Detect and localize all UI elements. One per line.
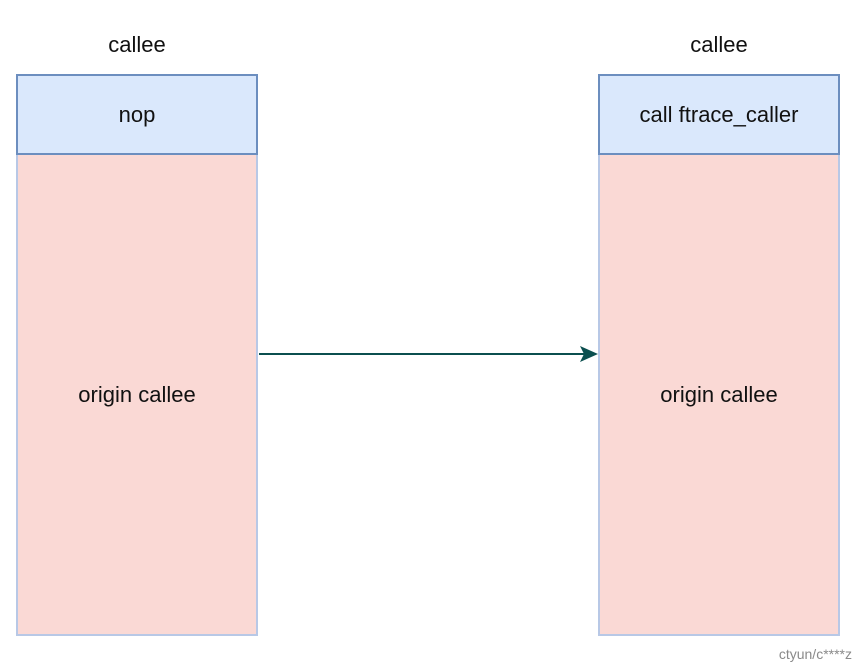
right-call-ftrace-label: call ftrace_caller <box>639 101 799 127</box>
right-call-ftrace-block: call ftrace_caller <box>598 74 840 155</box>
right-origin-callee-label: origin callee <box>660 381 778 407</box>
left-origin-callee-block: origin callee <box>16 155 258 636</box>
left-origin-callee-label: origin callee <box>78 381 196 407</box>
left-callee-title: callee <box>108 32 166 57</box>
left-nop-label: nop <box>118 101 156 127</box>
left-nop-block: nop <box>16 74 258 155</box>
right-origin-callee-block: origin callee <box>598 155 840 636</box>
right-callee-title: callee <box>690 32 748 57</box>
arrow-head-icon <box>580 346 598 362</box>
watermark: ctyun/c****z <box>778 646 852 662</box>
